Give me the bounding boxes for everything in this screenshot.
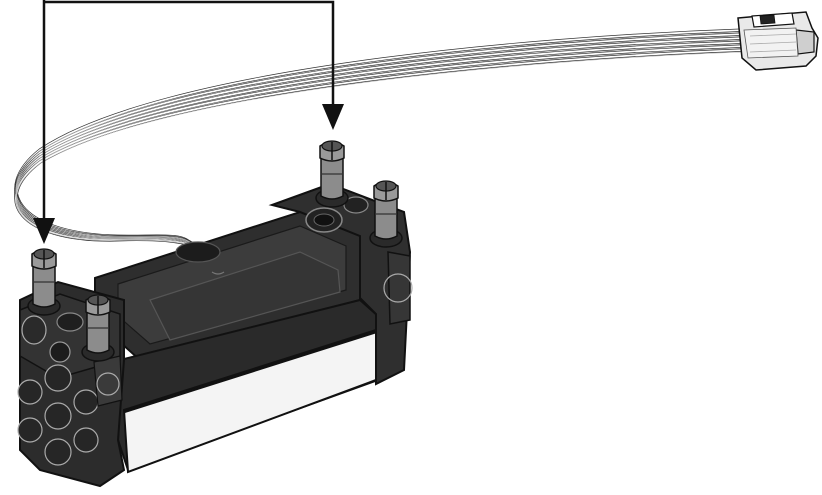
axle-pin-back-left <box>315 140 349 208</box>
cable-plug-connector <box>737 11 819 71</box>
flat-ribbon-cable <box>14 28 746 260</box>
arrow-to-back-pin <box>44 0 344 130</box>
axle-pin-back-right <box>369 180 403 248</box>
axle-pin-front-right <box>81 294 115 362</box>
axle-pin-front-left <box>27 248 61 316</box>
arrow-to-front-pin <box>33 0 55 244</box>
